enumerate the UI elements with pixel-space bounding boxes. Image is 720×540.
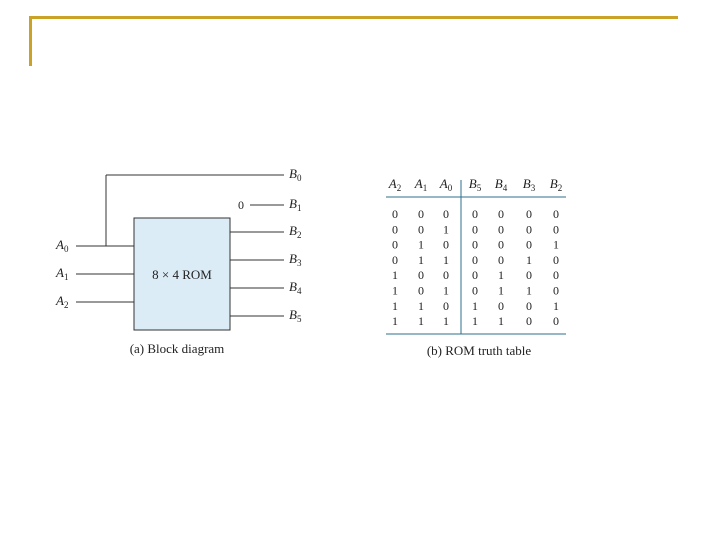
constant-zero: 0 (238, 198, 244, 212)
table-cell: 0 (526, 222, 532, 236)
table-cell: 1 (472, 314, 478, 328)
table-cell: 0 (526, 238, 532, 252)
table-cell: 0 (392, 238, 398, 252)
table-cell: 0 (392, 253, 398, 267)
slide-accent-bar-left (29, 16, 32, 66)
table-cell: 0 (526, 314, 532, 328)
table-cell: 1 (498, 268, 504, 282)
block-diagram: 8 × 4 ROM 0 A0 A1 A2 B0 B1 B2 B3 B4 B5 (… (55, 166, 302, 356)
table-cell: 0 (418, 268, 424, 282)
input-label-a0: A0 (55, 237, 69, 254)
table-cell: 1 (443, 253, 449, 267)
table-cell: 0 (553, 268, 559, 282)
table-row: 0 1 1 0 0 1 0 (392, 253, 559, 267)
table-cell: 1 (418, 314, 424, 328)
table-cell: 1 (443, 314, 449, 328)
output-label-b2: B2 (289, 223, 301, 240)
table-cell: 0 (553, 253, 559, 267)
table-header-cell: B5 (469, 176, 482, 193)
input-label-a2: A2 (55, 293, 68, 310)
table-cell: 0 (526, 299, 532, 313)
slide-accent-bar-top (29, 16, 678, 19)
table-row: 1 1 0 1 0 0 1 (392, 299, 559, 313)
table-cell: 0 (443, 268, 449, 282)
table-cell: 0 (418, 222, 424, 236)
table-cell: 1 (498, 284, 504, 298)
table-cell: 0 (498, 207, 504, 221)
table-cell: 1 (526, 284, 532, 298)
table-cell: 1 (418, 253, 424, 267)
table-row: 0 0 0 0 0 0 0 (392, 207, 559, 221)
table-cell: 0 (498, 238, 504, 252)
table-cell: 0 (472, 268, 478, 282)
table-row: 1 0 0 0 1 0 0 (392, 268, 559, 282)
output-label-b1: B1 (289, 196, 301, 213)
table-cell: 1 (443, 284, 449, 298)
table-header-cell: B3 (523, 176, 536, 193)
table-cell: 1 (443, 222, 449, 236)
table-header-cell: B4 (495, 176, 508, 193)
table-cell: 0 (472, 238, 478, 252)
table-cell: 0 (553, 222, 559, 236)
table-cell: 1 (472, 299, 478, 313)
table-cell: 0 (553, 207, 559, 221)
table-cell: 0 (472, 207, 478, 221)
table-cell: 0 (443, 238, 449, 252)
table-cell: 1 (392, 299, 398, 313)
table-cell: 1 (553, 238, 559, 252)
table-cell: 0 (553, 314, 559, 328)
table-cell: 1 (418, 238, 424, 252)
table-cell: 0 (443, 299, 449, 313)
rom-block (133, 217, 231, 331)
table-cell: 1 (553, 299, 559, 313)
table-cell: 0 (498, 222, 504, 236)
table-header-cell: A0 (439, 176, 453, 193)
table-header-cell: B2 (550, 176, 562, 193)
output-label-b0: B0 (289, 166, 302, 183)
table-row: 1 1 1 1 1 0 0 (392, 314, 559, 328)
table-cell: 0 (526, 207, 532, 221)
table-cell: 0 (392, 222, 398, 236)
input-label-a1: A1 (55, 265, 68, 282)
truth-table-caption: (b) ROM truth table (427, 343, 532, 358)
output-label-b3: B3 (289, 251, 302, 268)
block-diagram-caption: (a) Block diagram (130, 341, 225, 356)
table-row: 0 0 1 0 0 0 0 (392, 222, 559, 236)
table-cell: 0 (418, 207, 424, 221)
table-cell: 1 (526, 253, 532, 267)
table-cell: 0 (526, 268, 532, 282)
table-cell: 0 (553, 284, 559, 298)
table-cell: 1 (392, 284, 398, 298)
table-cell: 0 (498, 253, 504, 267)
table-header-cell: A2 (388, 176, 401, 193)
table-cell: 0 (472, 222, 478, 236)
table-cell: 0 (418, 284, 424, 298)
table-cell: 0 (392, 207, 398, 221)
output-label-b4: B4 (289, 279, 302, 296)
table-cell: 1 (498, 314, 504, 328)
table-header-cell: A1 (414, 176, 427, 193)
output-label-b5: B5 (289, 307, 302, 324)
table-cell: 0 (498, 299, 504, 313)
table-header-row: A2 A1 A0 B5 B4 B3 B2 (388, 176, 562, 193)
table-cell: 1 (392, 314, 398, 328)
table-cell: 0 (472, 284, 478, 298)
rom-label: 8 × 4 ROM (152, 267, 212, 282)
table-cell: 0 (443, 207, 449, 221)
table-cell: 1 (418, 299, 424, 313)
table-cell: 1 (392, 268, 398, 282)
table-row: 1 0 1 0 1 1 0 (392, 284, 559, 298)
table-cell: 0 (472, 253, 478, 267)
table-row: 0 1 0 0 0 0 1 (392, 238, 559, 252)
